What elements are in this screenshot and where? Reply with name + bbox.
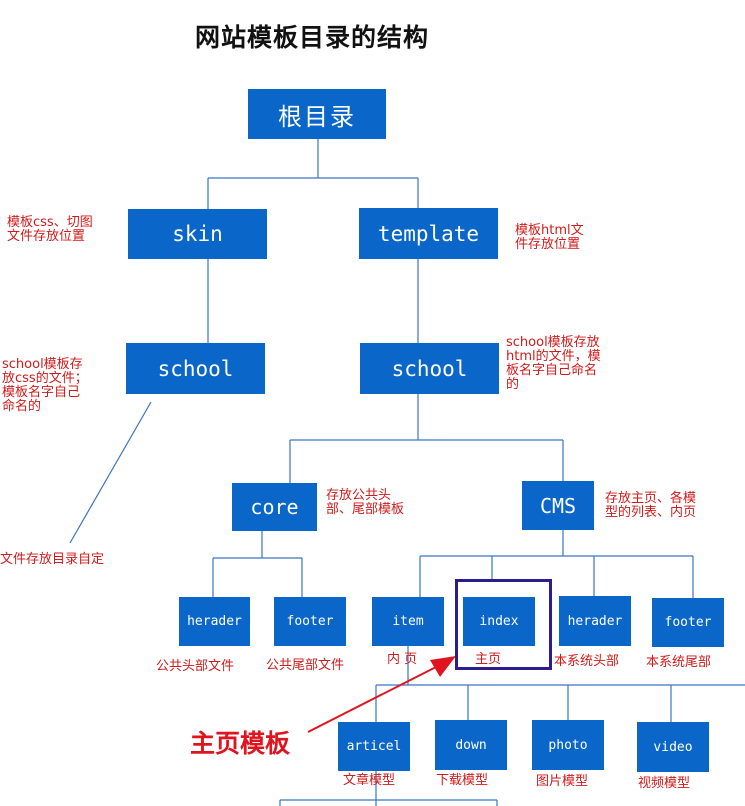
node-root: 根目录 (248, 89, 386, 139)
node-skin: skin (128, 209, 267, 259)
node-core: core (232, 483, 317, 531)
note-skin: 模板css、切图 文件存放位置 (7, 215, 93, 244)
note-photo: 图片模型 (536, 774, 589, 789)
node-video: video (637, 722, 709, 772)
note-item: 内 页 (387, 652, 418, 667)
node-index: index (463, 597, 535, 646)
node-core-footer: footer (274, 597, 346, 646)
note-template: 模板html文 件存放位置 (515, 223, 584, 252)
callout-homepage-template: 主页模板 (190, 729, 291, 758)
note-core-footer: 公共尾部文件 (266, 658, 345, 673)
note-skin-school: school模板存 放css的文件； 模板名字自己 命名的 (2, 357, 88, 414)
note-index: 主页 (475, 652, 502, 667)
node-item: item (372, 597, 444, 646)
node-down: down (435, 720, 507, 770)
node-cms: CMS (522, 481, 594, 530)
node-core-herader: herader (179, 597, 250, 646)
index-highlight-box (455, 579, 552, 670)
note-cms-herader: 本系统头部 (554, 654, 620, 669)
note-down: 下载模型 (436, 773, 489, 788)
note-article: 文章模型 (343, 773, 396, 788)
note-cms: 存放主页、各模 型的列表、内页 (605, 491, 697, 520)
note-core: 存放公共头 部、尾部模板 (326, 488, 405, 517)
node-article: articel (338, 722, 410, 771)
callout-arrow (307, 656, 456, 733)
note-video: 视频模型 (638, 776, 691, 791)
node-cms-herader: herader (559, 596, 631, 646)
page-title: 网站模板目录的结构 (195, 23, 430, 52)
node-skin-school: school (126, 343, 265, 394)
node-template: template (359, 208, 498, 259)
note-cms-footer: 本系统尾部 (646, 655, 712, 670)
note-core-herader: 公共头部文件 (156, 659, 235, 674)
node-cms-footer: footer (652, 598, 724, 647)
node-template-school: school (360, 343, 499, 394)
note-template-school: school模板存放 html的文件，模 板名字自己命名 的 (506, 335, 601, 392)
note-custom-dir: 文件存放目录自定 (0, 552, 105, 567)
node-photo: photo (532, 720, 604, 770)
